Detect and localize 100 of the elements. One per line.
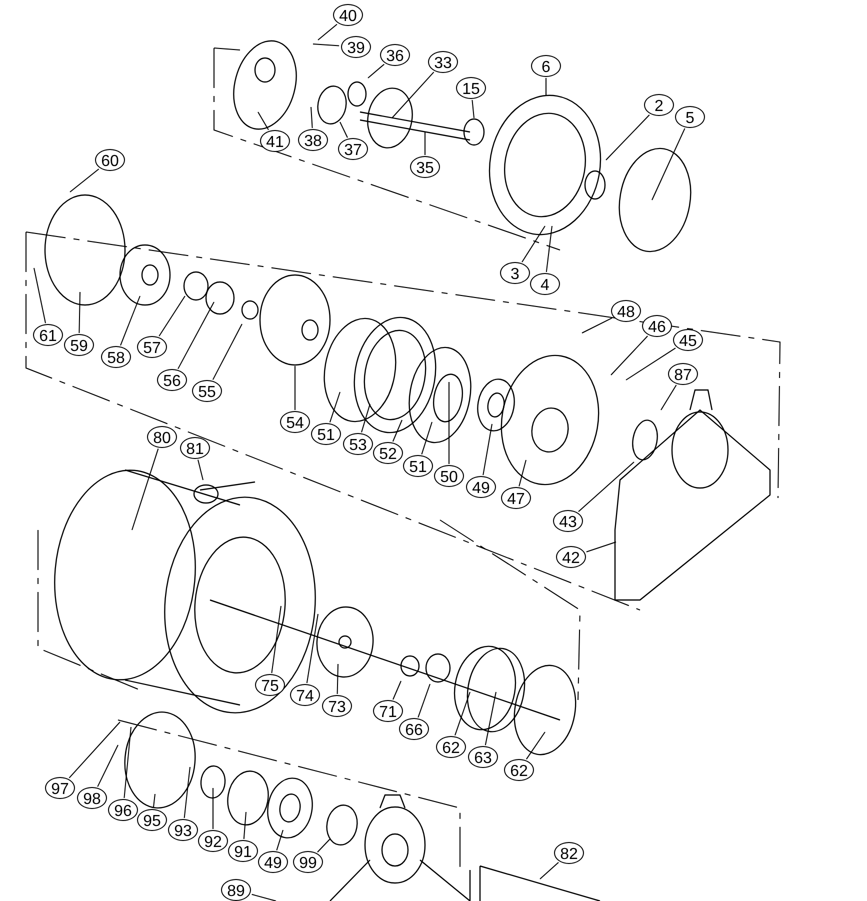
leader-line — [448, 382, 450, 464]
leader-line — [212, 324, 242, 380]
callout-number: 3 — [500, 262, 530, 284]
leader-line — [184, 766, 190, 818]
leader-line — [546, 226, 552, 272]
leader-line — [392, 420, 402, 442]
leader-line — [68, 722, 120, 778]
callout-number: 2 — [644, 94, 674, 116]
callout-number: 89 — [221, 879, 251, 901]
leader-line — [392, 72, 434, 118]
callout-number: 46 — [642, 315, 672, 337]
callout-number: 51 — [311, 423, 341, 445]
callout-number: 55 — [192, 380, 222, 402]
leader-line — [124, 726, 132, 798]
callout-number: 97 — [45, 777, 75, 799]
leader-line — [212, 788, 214, 830]
leader-line — [472, 100, 474, 118]
leader-line — [368, 64, 385, 78]
leader-line — [178, 302, 214, 370]
leader-line — [198, 459, 204, 480]
leader-line — [336, 664, 338, 694]
leader-line — [318, 24, 338, 40]
leader-line — [578, 462, 634, 512]
leader-line — [317, 838, 330, 853]
callout-number: 53 — [343, 433, 373, 455]
leader-line — [132, 448, 159, 530]
callout-number: 41 — [260, 130, 290, 152]
callout-number: 42 — [556, 546, 586, 568]
leader-line — [418, 684, 430, 718]
callout-number: 49 — [258, 851, 288, 873]
leader-line — [294, 366, 296, 410]
leader-line — [522, 226, 546, 263]
leader-line — [424, 132, 426, 156]
leader-line — [340, 122, 348, 138]
callout-number: 40 — [333, 4, 363, 26]
callout-number: 6 — [531, 55, 561, 77]
callout-number: 15 — [456, 77, 486, 99]
callout-number: 36 — [380, 44, 410, 66]
callout-number: 96 — [108, 799, 138, 821]
callout-number: 60 — [95, 149, 125, 171]
callout-number: 49 — [466, 476, 496, 498]
leader-line — [606, 114, 650, 160]
callout-number: 56 — [157, 369, 187, 391]
callout-number: 91 — [228, 840, 258, 862]
leader-line — [392, 680, 402, 700]
callout-number: 38 — [298, 129, 328, 151]
callout-number: 81 — [180, 437, 210, 459]
leader-line — [251, 894, 276, 901]
callout-number: 52 — [373, 442, 403, 464]
leader-line — [34, 268, 46, 324]
callout-number: 63 — [468, 746, 498, 768]
callout-number: 33 — [428, 51, 458, 73]
leader-line — [482, 424, 492, 476]
callout-number: 39 — [341, 36, 371, 58]
callout-number: 82 — [554, 842, 584, 864]
callout-number: 99 — [293, 851, 323, 873]
callout-number: 35 — [410, 156, 440, 178]
leader-line — [652, 128, 686, 200]
callout-number: 93 — [168, 819, 198, 841]
leader-line — [271, 606, 282, 674]
callout-number: 50 — [434, 465, 464, 487]
callout-number: 43 — [553, 510, 583, 532]
leader-line — [97, 744, 118, 788]
callout-number: 66 — [399, 718, 429, 740]
callout-number: 45 — [673, 329, 703, 351]
leader-line — [276, 830, 284, 851]
leader-line — [78, 292, 80, 334]
callout-number: 74 — [290, 684, 320, 706]
leader-line — [306, 614, 318, 684]
callout-number: 95 — [137, 809, 167, 831]
callout-number: 98 — [77, 787, 107, 809]
callout-number: 48 — [611, 300, 641, 322]
leader-line — [312, 44, 340, 46]
callout-number: 92 — [198, 830, 228, 852]
leader-line — [454, 692, 470, 736]
leader-line — [582, 317, 613, 334]
callout-number: 62 — [436, 736, 466, 758]
callout-number: 59 — [64, 334, 94, 356]
callout-number: 54 — [280, 411, 310, 433]
callout-number: 47 — [501, 487, 531, 509]
leader-line — [540, 862, 559, 880]
leader-line — [626, 348, 676, 380]
callout-number: 73 — [322, 695, 352, 717]
leader-line — [70, 168, 100, 192]
leader-line — [329, 392, 340, 423]
callout-number: 61 — [33, 324, 63, 346]
callout-number: 58 — [101, 346, 131, 368]
leader-line — [310, 106, 313, 128]
callout-number: 87 — [668, 363, 698, 385]
callout-number: 4 — [530, 273, 560, 295]
leader-line — [610, 336, 648, 376]
leader-line — [152, 794, 156, 808]
leader-line — [586, 542, 616, 552]
leader-line — [518, 460, 526, 487]
callout-number: 51 — [403, 455, 433, 477]
callout-number: 37 — [338, 138, 368, 160]
leader-line — [660, 384, 677, 410]
leader-line — [258, 112, 269, 130]
leader-line — [158, 296, 186, 337]
leader-line — [120, 296, 140, 346]
